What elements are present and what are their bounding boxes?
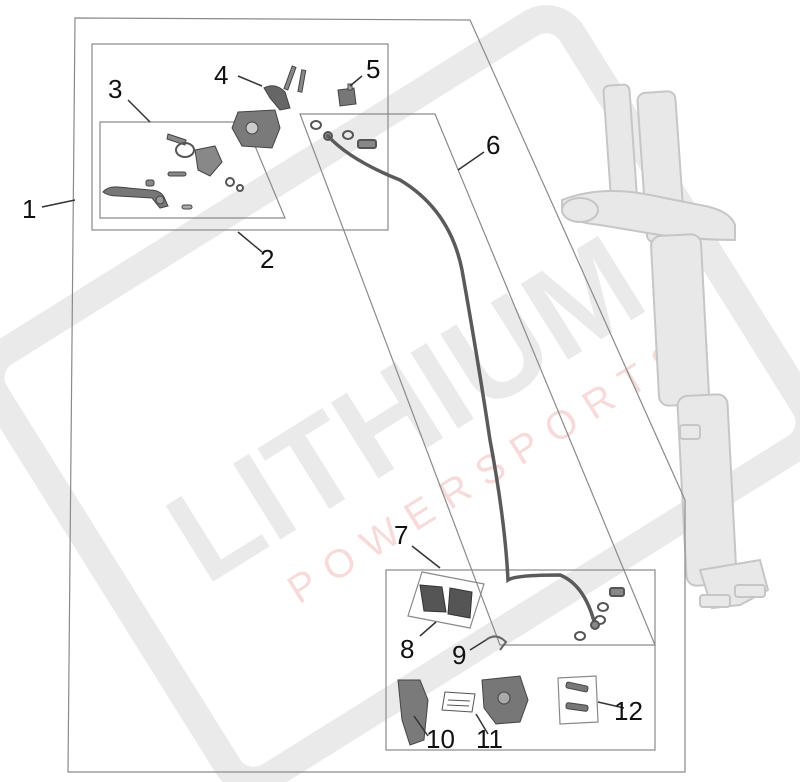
lever-hardware: [145, 133, 244, 192]
callout-2: 2: [260, 244, 274, 274]
caliper-bolts: [565, 681, 589, 712]
caliper-body: [481, 675, 529, 725]
frame-lever-assembly: [99, 121, 286, 219]
caliper-shim: [441, 691, 476, 713]
frame-outline-kit: [67, 17, 686, 773]
brake-light-switch: [337, 83, 357, 107]
frame-caliper-bolts: [557, 675, 599, 725]
frame-caliper-assembly: [385, 569, 656, 751]
callout-6: 6: [486, 130, 500, 160]
callout-7: 7: [394, 520, 408, 550]
caliper-bracket: [397, 679, 429, 746]
callout-8: 8: [400, 634, 414, 664]
callout-10: 10: [426, 724, 455, 754]
master-cylinder-clamp: [231, 65, 307, 149]
callout-5: 5: [366, 54, 380, 84]
callout-11: 11: [476, 724, 503, 754]
callout-3: 3: [108, 74, 122, 104]
callout-1: 1: [22, 194, 36, 224]
frame-brake-pads: [407, 571, 485, 629]
callout-12: 12: [614, 696, 643, 726]
callout-9: 9: [452, 640, 466, 670]
callout-4: 4: [214, 60, 228, 90]
hose-fittings-bottom: [574, 587, 625, 641]
brake-hose: [326, 134, 597, 627]
frame-master-cylinder: [91, 43, 389, 231]
brake-lever: [102, 186, 193, 210]
callout-leaders: [41, 75, 625, 737]
brake-pads: [419, 584, 473, 619]
pad-spring-clip: [485, 635, 508, 651]
front-fork: [561, 83, 770, 610]
